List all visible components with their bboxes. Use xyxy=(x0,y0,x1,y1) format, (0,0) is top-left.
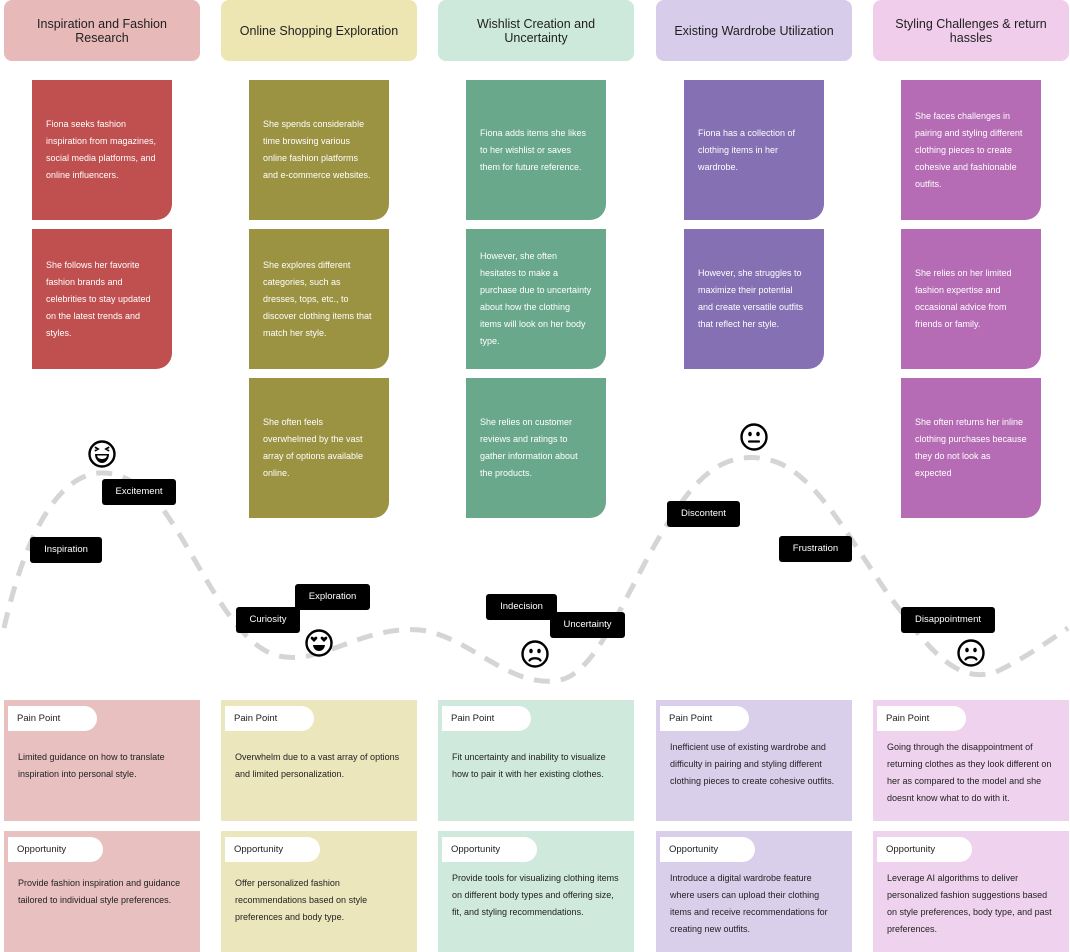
pain-point-text: Overwhelm due to a vast array of options… xyxy=(235,752,400,779)
insight-card: She relies on customer reviews and ratin… xyxy=(466,378,606,518)
opportunity-text: Leverage AI algorithms to deliver person… xyxy=(887,873,1052,934)
insight-card: She faces challenges in pairing and styl… xyxy=(901,80,1041,220)
insight-card: She often feels overwhelmed by the vast … xyxy=(249,378,389,518)
emotion-label-excitement: Excitement xyxy=(102,479,176,505)
opportunity-label: Opportunity xyxy=(225,837,320,862)
opportunity-label: Opportunity xyxy=(877,837,972,862)
opportunity-label: Opportunity xyxy=(442,837,537,862)
insight-text: She relies on her limited fashion expert… xyxy=(915,268,1012,329)
opportunity-label: Opportunity xyxy=(8,837,103,862)
pain-point-text: Inefficient use of existing wardrobe and… xyxy=(670,742,835,786)
insight-text: Fiona has a collection of clothing items… xyxy=(698,127,796,172)
emotion-label-indecision: Indecision xyxy=(486,594,557,620)
pain-point-text: Going through the disappointment of retu… xyxy=(887,742,1052,803)
pain-point-panel: Pain Point Going through the disappointm… xyxy=(873,700,1069,821)
insight-card: However, she struggles to maximize their… xyxy=(684,229,824,369)
stage-title: Existing Wardrobe Utilization xyxy=(674,23,834,38)
insight-text: She explores different categories, such … xyxy=(263,259,372,338)
insight-text: Fiona seeks fashion inspiration from mag… xyxy=(46,119,157,180)
stage-header-online-shopping: Online Shopping Exploration xyxy=(221,0,417,61)
stage-header-styling: Styling Challenges & return hassles xyxy=(873,0,1069,61)
neutral-face-icon xyxy=(740,423,768,451)
pain-point-text: Fit uncertainty and inability to visuali… xyxy=(452,752,606,779)
pain-point-panel: Pain Point Inefficient use of existing w… xyxy=(656,700,852,821)
opportunity-label: Opportunity xyxy=(660,837,755,862)
insight-card: Fiona seeks fashion inspiration from mag… xyxy=(32,80,172,220)
opportunity-text: Provide fashion inspiration and guidance… xyxy=(18,878,181,905)
insight-text: She often returns her inline clothing pu… xyxy=(915,417,1027,478)
emotion-label-frustration: Frustration xyxy=(779,536,852,562)
stage-title: Online Shopping Exploration xyxy=(239,23,399,38)
laughing-face-icon xyxy=(88,440,116,468)
stage-header-wardrobe: Existing Wardrobe Utilization xyxy=(656,0,852,61)
insight-card: However, she often hesitates to make a p… xyxy=(466,229,606,369)
insight-card: Fiona adds items she likes to her wishli… xyxy=(466,80,606,220)
pain-point-label: Pain Point xyxy=(225,706,314,731)
insight-text: However, she struggles to maximize their… xyxy=(698,268,804,329)
opportunity-text: Provide tools for visualizing clothing i… xyxy=(452,873,619,917)
opportunity-panel: Opportunity Offer personalized fashion r… xyxy=(221,831,417,952)
pain-point-label: Pain Point xyxy=(660,706,749,731)
emotion-label-discontent: Discontent xyxy=(667,501,740,527)
opportunity-panel: Opportunity Leverage AI algorithms to de… xyxy=(873,831,1069,952)
insight-text: She relies on customer reviews and ratin… xyxy=(480,417,578,478)
insight-card: She follows her favorite fashion brands … xyxy=(32,229,172,369)
emotion-label-disappointment: Disappointment xyxy=(901,607,995,633)
emotion-label-inspiration: Inspiration xyxy=(30,537,102,563)
insight-text: Fiona adds items she likes to her wishli… xyxy=(480,127,587,172)
stage-title: Styling Challenges & return hassles xyxy=(895,16,1047,45)
opportunity-panel: Opportunity Introduce a digital wardrobe… xyxy=(656,831,852,952)
insight-card: Fiona has a collection of clothing items… xyxy=(684,80,824,220)
emotion-label-uncertainty: Uncertainty xyxy=(550,612,625,638)
opportunity-panel: Opportunity Provide fashion inspiration … xyxy=(4,831,200,952)
opportunity-text: Offer personalized fashion recommendatio… xyxy=(235,878,368,922)
insight-card: She spends considerable time browsing va… xyxy=(249,80,389,220)
pain-point-label: Pain Point xyxy=(8,706,97,731)
frowning-face-icon xyxy=(521,640,549,668)
stage-title: Wishlist Creation and Uncertainty xyxy=(476,16,596,45)
stage-header-inspiration: Inspiration and Fashion Research xyxy=(4,0,200,61)
insight-card: She often returns her inline clothing pu… xyxy=(901,378,1041,518)
heart-eyes-face-icon xyxy=(305,629,333,657)
pain-point-panel: Pain Point Overwhelm due to a vast array… xyxy=(221,700,417,821)
pain-point-panel: Pain Point Limited guidance on how to tr… xyxy=(4,700,200,821)
pain-point-label: Pain Point xyxy=(442,706,531,731)
emotion-label-exploration: Exploration xyxy=(295,584,370,610)
insight-text: She often feels overwhelmed by the vast … xyxy=(263,417,364,478)
pain-point-text: Limited guidance on how to translate ins… xyxy=(18,752,165,779)
opportunity-text: Introduce a digital wardrobe feature whe… xyxy=(670,873,828,934)
stage-title: Inspiration and Fashion Research xyxy=(37,16,167,45)
opportunity-panel: Opportunity Provide tools for visualizin… xyxy=(438,831,634,952)
frowning-face-icon xyxy=(957,639,985,667)
pain-point-label: Pain Point xyxy=(877,706,966,731)
emotion-label-curiosity: Curiosity xyxy=(236,607,300,633)
insight-text: She faces challenges in pairing and styl… xyxy=(915,110,1023,189)
insight-text: However, she often hesitates to make a p… xyxy=(480,251,592,346)
insight-text: She spends considerable time browsing va… xyxy=(263,119,371,180)
insight-text: She follows her favorite fashion brands … xyxy=(46,259,151,338)
stage-header-wishlist: Wishlist Creation and Uncertainty xyxy=(438,0,634,61)
insight-card: She relies on her limited fashion expert… xyxy=(901,229,1041,369)
pain-point-panel: Pain Point Fit uncertainty and inability… xyxy=(438,700,634,821)
insight-card: She explores different categories, such … xyxy=(249,229,389,369)
